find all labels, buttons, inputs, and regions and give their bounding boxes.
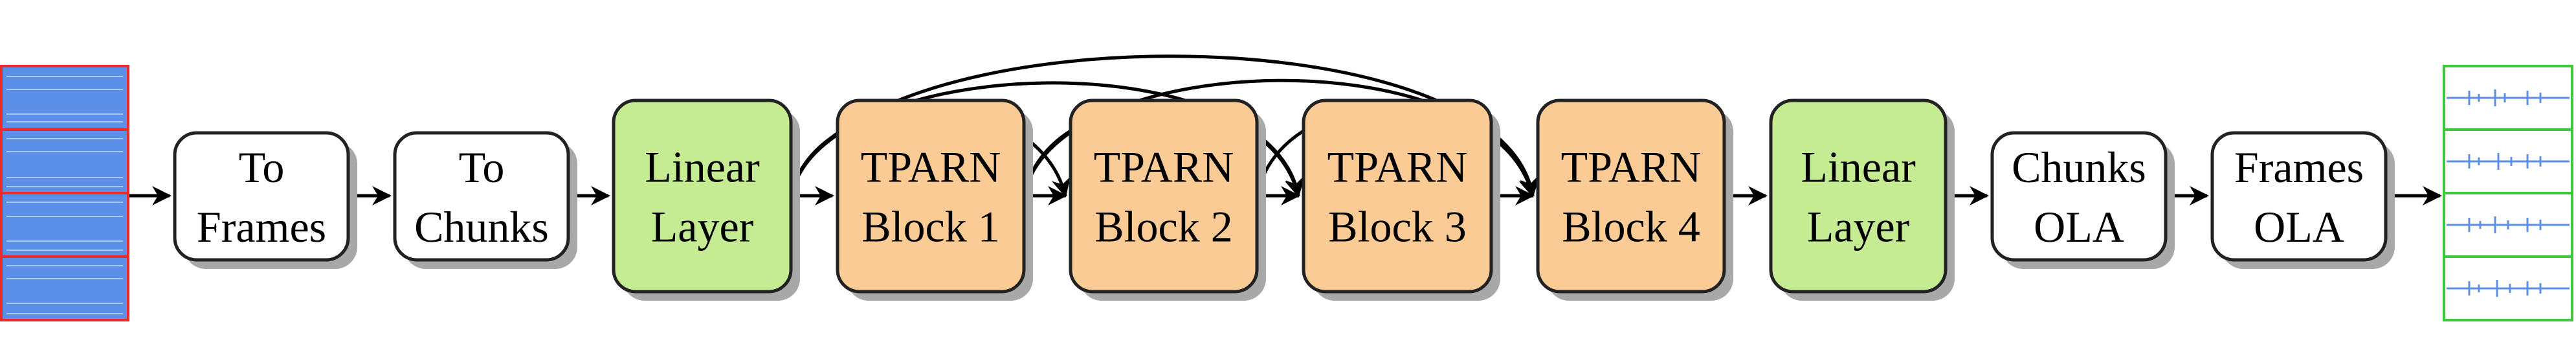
- block-label-line: Frames: [2234, 143, 2364, 192]
- block-label-line: TPARN: [1327, 143, 1468, 192]
- input-wave-1: [0, 65, 129, 131]
- input-waveform-stack: [0, 65, 129, 321]
- block-label-line: Layer: [1807, 202, 1910, 251]
- block-label-line: TPARN: [861, 143, 1001, 192]
- block-box: [1536, 99, 1726, 294]
- block-tparn-1: TPARN Block 1: [836, 99, 1033, 301]
- block-box: [1769, 99, 1948, 294]
- block-box: [1990, 131, 2168, 262]
- block-box: [2210, 131, 2388, 262]
- input-wave-4: [0, 255, 129, 321]
- block-box: [173, 131, 350, 262]
- block-tparn-4: TPARN Block 4: [1536, 99, 1733, 301]
- block-label-line: TPARN: [1094, 143, 1234, 192]
- block-label-line: Frames: [197, 202, 326, 251]
- block-label-line: Block 2: [1094, 202, 1232, 251]
- block-label-line: Chunks: [414, 202, 549, 251]
- block-label-line: Linear: [645, 143, 760, 192]
- block-tparn-3: TPARN Block 3: [1302, 99, 1500, 301]
- block-label-line: Block 1: [861, 202, 999, 251]
- block-box: [1302, 99, 1493, 294]
- block-box: [393, 131, 570, 262]
- block-label-line: Chunks: [2012, 143, 2146, 192]
- block-label-line: OLA: [2034, 202, 2124, 251]
- block-box: [836, 99, 1026, 294]
- output-waveform-stack: [2443, 65, 2573, 321]
- block-label-line: Block 4: [1562, 202, 1700, 251]
- block-label-line: Block 3: [1328, 202, 1466, 251]
- block-label-line: Layer: [651, 202, 754, 251]
- block-label-line: To: [239, 143, 285, 192]
- block-box: [612, 99, 793, 294]
- block-label-line: To: [459, 143, 505, 192]
- block-label-line: TPARN: [1561, 143, 1702, 192]
- input-wave-3: [0, 192, 129, 258]
- block-tparn-2: TPARN Block 2: [1069, 99, 1266, 301]
- block-label-line: Linear: [1801, 143, 1916, 192]
- block-box: [1069, 99, 1259, 294]
- block-label-line: OLA: [2254, 202, 2344, 251]
- input-wave-2: [0, 128, 129, 194]
